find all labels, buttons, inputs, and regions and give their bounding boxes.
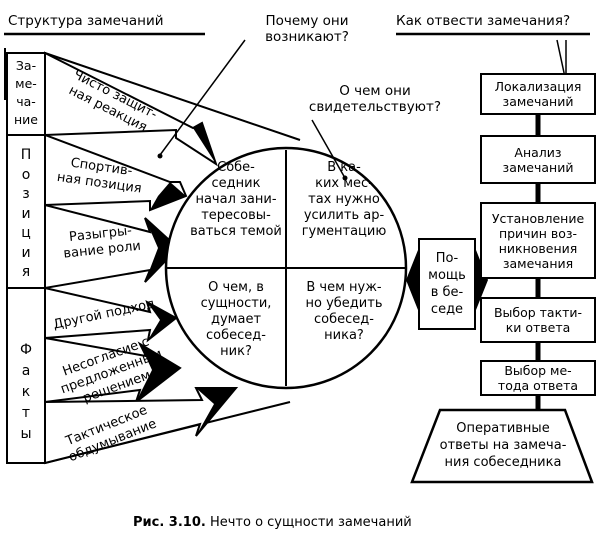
step-localization: Локализация замечаний (480, 73, 596, 115)
wedge-role-tip (145, 218, 178, 282)
pointer-why-dot (157, 153, 163, 159)
wedge-defensive (44, 51, 218, 167)
pointer-why (159, 39, 246, 156)
wedge-defensive-tip (193, 123, 216, 164)
wedge-tactical-tip (196, 388, 236, 436)
caption-number: Рис. 3.10. (133, 515, 206, 530)
heading-how: Как отвести замечания? (396, 13, 571, 29)
col-label-position: П о з и ц и я (20, 147, 32, 280)
step-analysis: Анализ замечаний (480, 135, 596, 184)
help-box: По- мощь в бе- седе (418, 238, 476, 330)
quad-bottom-left: О чем, в сущности, думает собесед- ник? (200, 280, 272, 359)
col-label-remark: За- ме- ча- ние (14, 58, 38, 127)
step-tactic: Выбор такти- ки ответа (480, 297, 596, 343)
quad-bottom-right: В чем нуж- но убедить собесед- ника? (305, 280, 383, 343)
final-trapezoid (410, 408, 594, 484)
wedge-sport-tip (150, 182, 186, 210)
quad-top-right: В ка- ких мес- тах нужно усилить ар- гум… (301, 160, 387, 239)
heading-why: Почему они возникают? (265, 13, 349, 45)
heading-indicate: О чем они свидетельствуют? (308, 83, 442, 115)
step-causes: Установление причин воз- никновения заме… (480, 202, 596, 279)
step-method: Выбор ме- тода ответа (480, 360, 596, 396)
figure-caption: Рис. 3.10. Нечто о сущности замечаний (133, 515, 412, 530)
final-answers: Оперативные ответы на замеча- ния собесе… (439, 421, 567, 470)
pointer-indicate (311, 119, 346, 179)
heading-structure: Структура замечаний (8, 13, 164, 29)
pointer-indicate-dot (342, 175, 348, 181)
caption-text: Нечто о сущности замечаний (205, 515, 412, 530)
funnel-top (44, 52, 301, 141)
quad-top-left: Собе- седник начал зани- тересовы- ватьс… (190, 160, 282, 239)
wedge-other-tip (147, 302, 176, 340)
col-label-facts: Ф а к т ы (19, 342, 33, 442)
wedge-disagree-tip (136, 344, 180, 402)
